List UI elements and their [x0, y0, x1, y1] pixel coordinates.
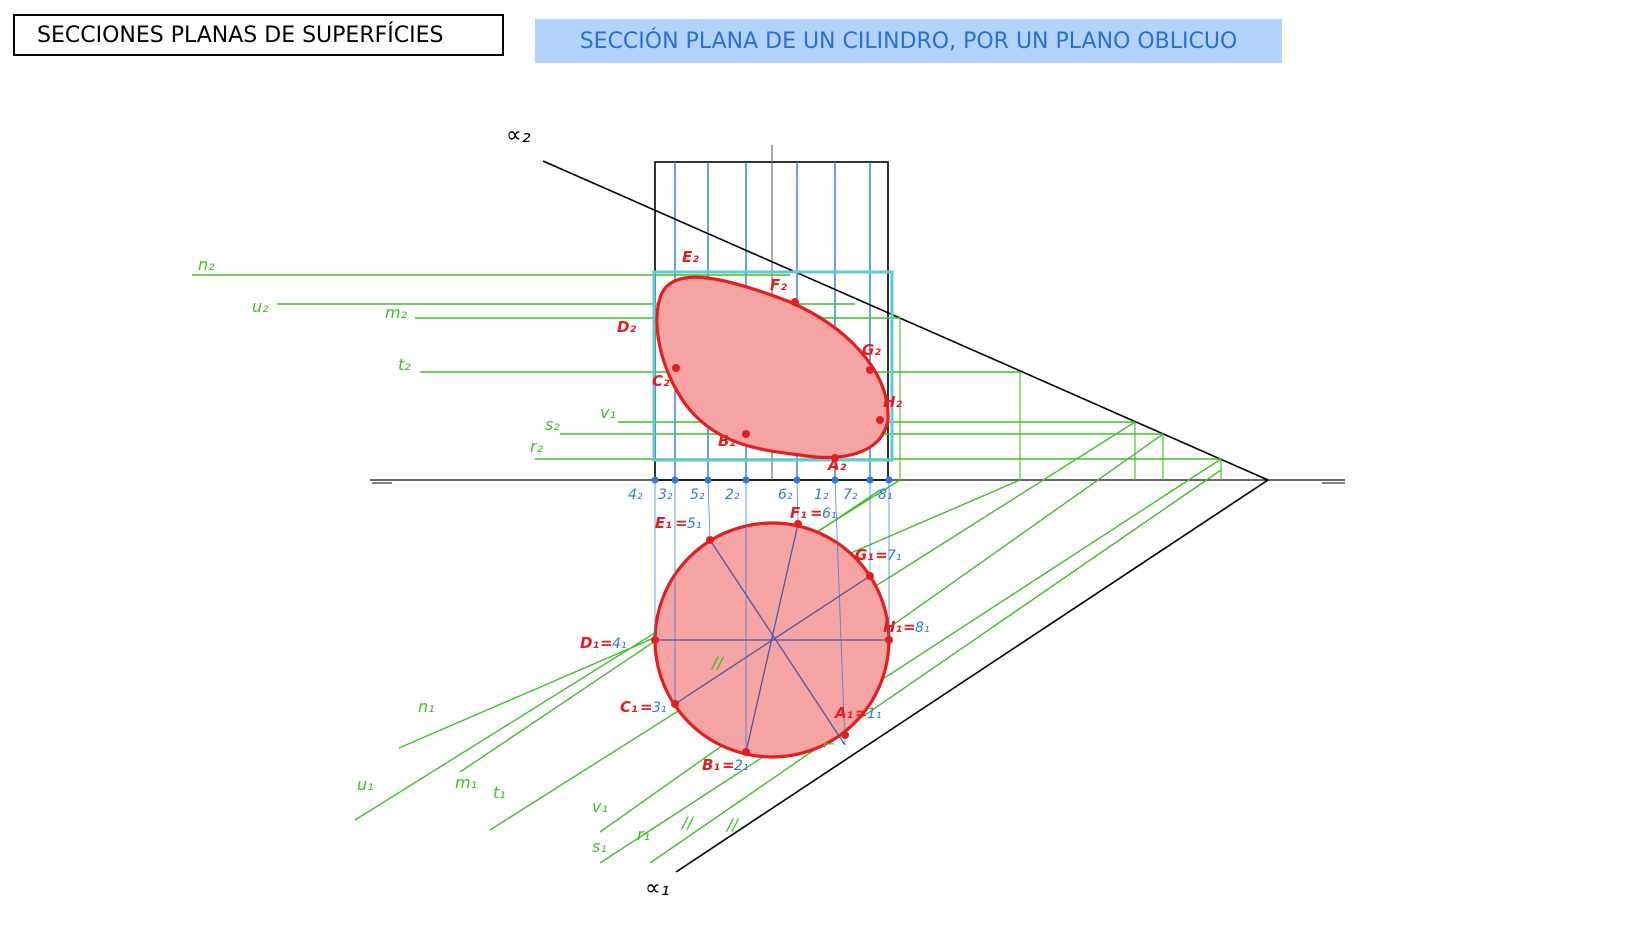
diagram-subtitle: SECCIÓN PLANA DE UN CILINDRO, POR UN PLA… [535, 19, 1282, 63]
section-frame [652, 270, 894, 462]
parallel-mark-1: // [680, 813, 694, 832]
plan-label-2: m₁ [455, 773, 477, 792]
elevation-point-0: E₂ [682, 248, 699, 266]
plan-point-sep-0: = [675, 514, 688, 532]
elevation-label-4: v₁ [600, 403, 616, 422]
plan-point-blue-0: 5₁ [687, 516, 702, 532]
plan-point-red-5: C₁ [620, 698, 638, 716]
plan-label-3: t₁ [493, 783, 506, 802]
ground-point-label-3: 2₂ [725, 487, 740, 503]
plan-point-blue-3: 8₁ [915, 620, 930, 636]
plan-point-blue-6: 2₁ [734, 758, 749, 774]
plan-point-red-4: D₁ [580, 634, 599, 652]
plan-point-blue-2: 7₁ [887, 548, 902, 564]
elevation-point-3: G₂ [862, 341, 881, 359]
alpha1-label: ∝₁ [645, 876, 670, 901]
elevation-label-0: n₂ [198, 255, 215, 274]
ground-point-label-0: 4₂ [628, 487, 643, 503]
plan-label-6: r₁ [637, 825, 650, 844]
plan-point-sep-3: = [903, 618, 916, 636]
plan-point-sep-6: = [722, 756, 735, 774]
plan-point-red-0: E₁ [655, 514, 672, 532]
plan-point-sep-7: = [855, 704, 868, 722]
plan-radials [655, 523, 889, 753]
ground-point-label-4: 6₂ [778, 487, 793, 503]
alpha2-label: ∝₂ [506, 123, 531, 148]
parallel-mark-2: // [725, 815, 739, 834]
ground-point-label-1: 3₂ [658, 487, 673, 503]
plan-point-sep-1: = [810, 504, 823, 522]
plan-point-sep-2: = [875, 546, 888, 564]
ground-point-label-7: 8₁ [878, 487, 893, 503]
elevation-label-5: s₂ [545, 415, 560, 434]
plan-point-blue-4: 4₁ [612, 636, 627, 652]
plan-label-0: n₁ [418, 697, 435, 716]
plan-point-red-6: B₁ [702, 756, 720, 774]
plan-point-red-1: F₁ [790, 504, 807, 522]
elevation-label-6: r₂ [530, 437, 544, 456]
plan-point-sep-4: = [600, 634, 613, 652]
elevation-point-2: D₂ [617, 318, 636, 336]
parallel-mark-0: // [710, 653, 724, 672]
plan-point-red-7: A₁ [834, 704, 853, 722]
elevation-label-3: t₂ [398, 355, 411, 374]
plan-label-5: s₁ [592, 837, 607, 856]
ground-point-label-6: 7₂ [843, 487, 858, 503]
ground-point-label-2: 5₂ [690, 487, 705, 503]
elevation-point-7: A₂ [827, 456, 847, 474]
ground-point-label-5: 1₂ [814, 487, 829, 503]
elevation-label-2: m₂ [385, 303, 408, 322]
elevation-point-5: H₂ [883, 393, 903, 411]
elevation-point-1: F₂ [770, 276, 787, 294]
alpha1-trace [675, 479, 1269, 873]
plan-point-blue-7: 1₁ [867, 706, 882, 722]
right-angle-mark: ⌐ [822, 735, 835, 754]
projection-lines [654, 479, 890, 752]
plan-point-red-3: H₁ [883, 618, 902, 636]
plan-label-1: u₁ [357, 775, 374, 794]
ground-points [651, 476, 893, 484]
elevation-label-1: u₂ [252, 297, 269, 316]
page-title: SECCIONES PLANAS DE SUPERFÍCIES [13, 14, 504, 56]
green-connectors [899, 318, 1222, 480]
elevation-section-ellipse [655, 275, 890, 459]
section-points [651, 298, 893, 756]
plan-point-sep-5: = [640, 698, 653, 716]
elevation-point-4: C₂ [652, 372, 670, 390]
plan-point-red-2: G₁ [855, 546, 874, 564]
elevation-point-6: B₂ [718, 432, 736, 450]
plan-point-blue-1: 6₁ [822, 506, 837, 522]
alpha2-trace [542, 160, 1269, 481]
plan-point-blue-5: 3₁ [652, 700, 667, 716]
plan-label-4: v₁ [592, 797, 608, 816]
